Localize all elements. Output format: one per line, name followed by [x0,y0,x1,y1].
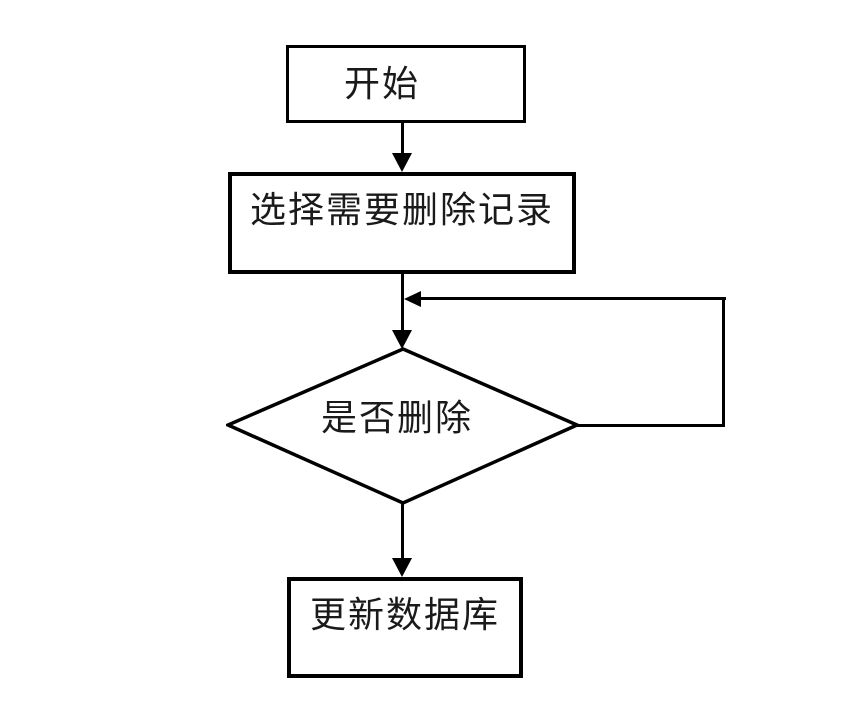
select-records-node-label: 选择需要删除记录 [249,190,554,230]
loop-back-bottom-segment [577,424,725,427]
arrowhead-down-into-select [392,153,412,172]
update-database-node-label: 更新数据库 [309,595,500,635]
arrowhead-left-loop-junction [404,291,421,307]
start-node-label: 开始 [343,64,420,104]
loop-back-right-segment [722,297,725,427]
flowchart-node-select-records: 选择需要删除记录 [228,172,576,274]
delete-decision-node-label: 是否删除 [320,398,473,438]
connector-select-to-decision [401,274,404,334]
loop-back-top-segment [420,297,726,300]
arrowhead-down-into-decision [392,330,412,349]
flowchart-node-update-database: 更新数据库 [287,577,523,678]
connector-start-to-select [401,122,404,157]
flowchart-node-start: 开始 [286,45,526,123]
connector-decision-to-update [401,501,404,562]
arrowhead-down-into-update [392,558,412,577]
